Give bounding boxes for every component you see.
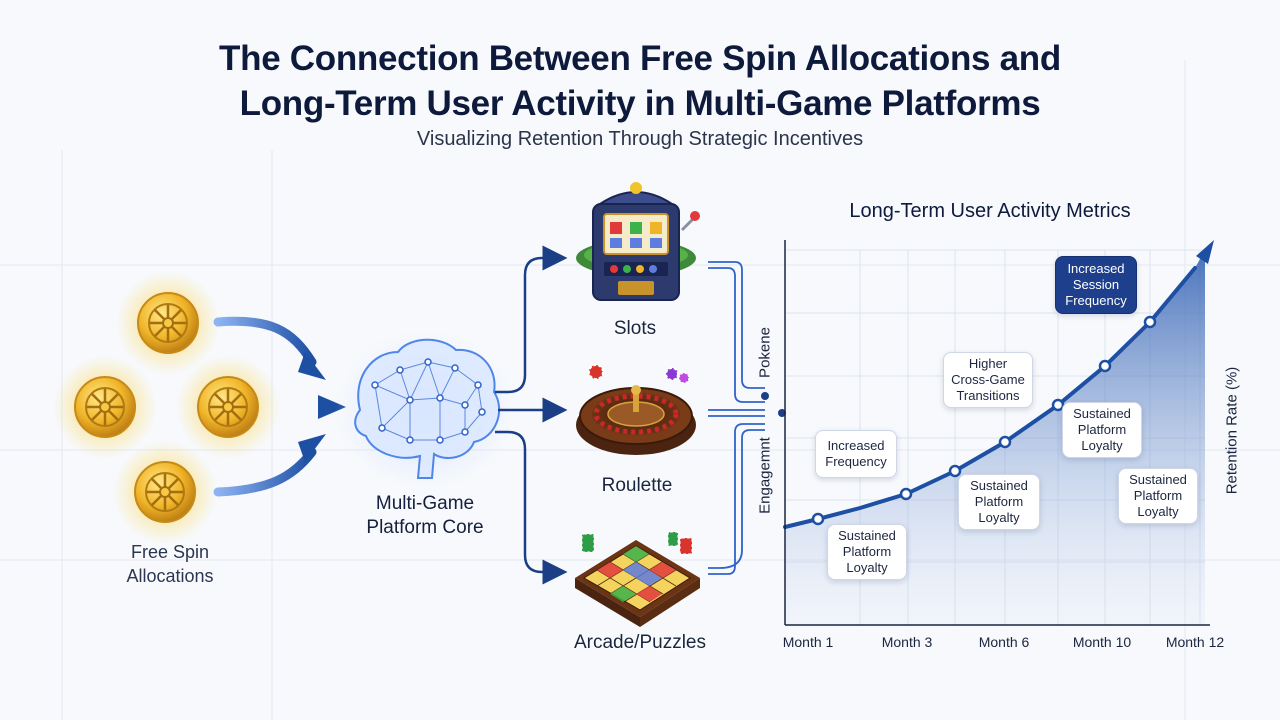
poker-chip-icon bbox=[588, 364, 690, 384]
slot-machine-icon bbox=[576, 182, 700, 301]
connector-dot bbox=[778, 409, 786, 417]
platform-core-label: Multi-Game Platform Core bbox=[366, 493, 484, 538]
brain-network-icon bbox=[335, 330, 515, 490]
game-label-roulette: Roulette bbox=[601, 475, 673, 496]
chart-callout: Sustained Platform Loyalty bbox=[827, 524, 907, 580]
data-point bbox=[998, 435, 1012, 449]
callout-text: Sustained Platform Loyalty bbox=[970, 478, 1028, 525]
connector-dot bbox=[761, 392, 769, 400]
x-tick-label: Month 10 bbox=[1072, 634, 1132, 650]
chart-ylabel: Retention Rate (%) bbox=[1223, 366, 1241, 495]
game-label-arcade: Arcade/Puzzles bbox=[573, 632, 706, 653]
page-subtitle: Visualizing Retention Through Strategic … bbox=[416, 128, 864, 150]
chart-callout: Sustained Platform Loyalty bbox=[1118, 468, 1198, 524]
series-line bbox=[783, 266, 1197, 529]
arrow-heads bbox=[298, 352, 346, 462]
data-point bbox=[811, 512, 825, 526]
callout-text: Increased Session Frequency bbox=[1065, 261, 1127, 308]
data-point bbox=[1143, 315, 1157, 329]
callout-text: Higher Cross-Game Transitions bbox=[951, 356, 1025, 403]
chart-callout: Sustained Platform Loyalty bbox=[958, 474, 1040, 530]
games-to-chart-connectors bbox=[708, 261, 765, 575]
poker-chip-icon bbox=[581, 531, 693, 555]
title-line-2: Long-Term User Activity in Multi-Game Pl… bbox=[239, 84, 1041, 123]
free-spin-label: Free Spin Allocations bbox=[126, 542, 214, 586]
game-label-slots: Slots bbox=[613, 318, 657, 339]
puzzle-board-icon bbox=[575, 531, 700, 627]
core-to-games-connectors bbox=[495, 245, 568, 585]
chart-title: Long-Term User Activity Metrics bbox=[849, 200, 1131, 222]
coin-icon bbox=[53, 355, 157, 459]
x-tick-label: Month 1 bbox=[782, 634, 834, 650]
coin-icon bbox=[113, 440, 217, 544]
data-point bbox=[1098, 359, 1112, 373]
chart-callout: Sustained Platform Loyalty bbox=[1062, 402, 1142, 458]
x-tick-label: Month 12 bbox=[1165, 634, 1225, 650]
chart-callout: Higher Cross-Game Transitions bbox=[943, 352, 1033, 408]
roulette-wheel-icon bbox=[576, 364, 696, 455]
trend-arrow-head bbox=[1196, 240, 1214, 264]
data-point bbox=[948, 464, 962, 478]
page-title: The Connection Between Free Spin Allocat… bbox=[0, 36, 1280, 126]
x-tick-label: Month 3 bbox=[881, 634, 933, 650]
x-tick-label: Month 6 bbox=[978, 634, 1030, 650]
callout-text: Sustained Platform Loyalty bbox=[1129, 472, 1187, 519]
chart-callout: Increased Session Frequency bbox=[1055, 256, 1137, 314]
coin-icon bbox=[176, 355, 280, 459]
data-point bbox=[899, 487, 913, 501]
chart-callout: Increased Frequency bbox=[815, 430, 897, 478]
callout-text: Increased Frequency bbox=[825, 438, 887, 469]
coin-icon bbox=[116, 271, 220, 375]
callout-text: Sustained Platform Loyalty bbox=[838, 528, 896, 575]
callout-text: Sustained Platform Loyalty bbox=[1073, 406, 1131, 453]
title-line-1: The Connection Between Free Spin Allocat… bbox=[219, 39, 1061, 78]
